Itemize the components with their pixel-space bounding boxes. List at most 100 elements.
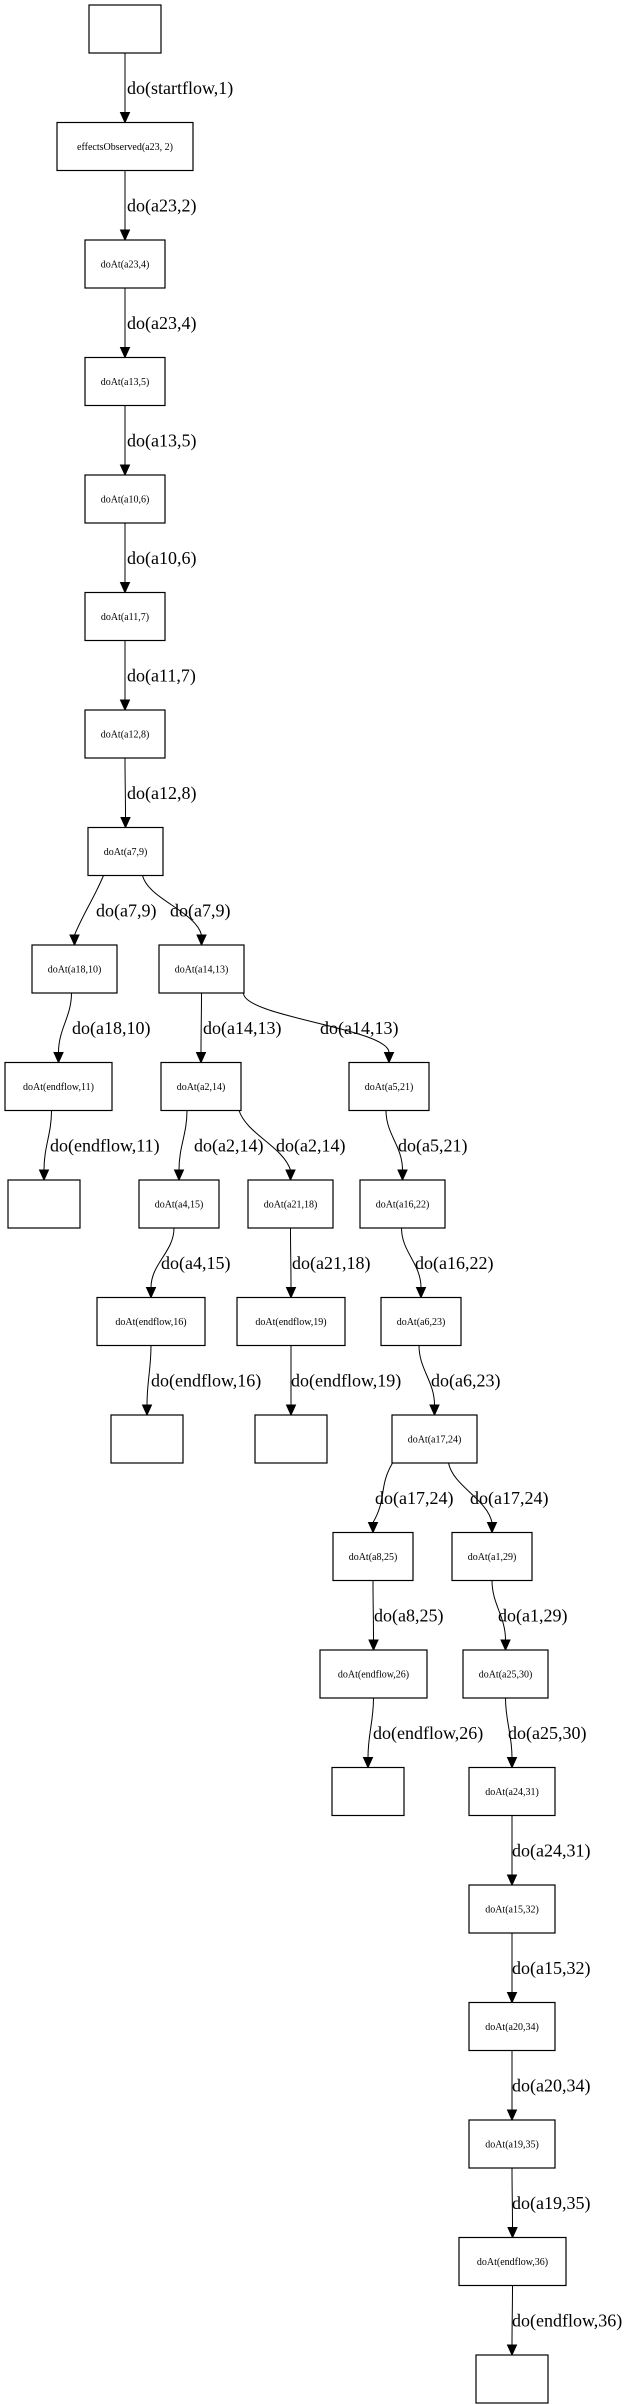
node-box (319, 1649, 428, 1699)
edge-label: do(a1,29) (498, 1605, 567, 1626)
edge-line (448, 1462, 493, 1523)
node-box (56, 121, 194, 172)
transition-edge: do(a6,23) (418, 1345, 500, 1417)
node-box (451, 1531, 533, 1582)
state-node: doAt(a11,7) (84, 591, 166, 642)
empty-state-node (331, 1766, 405, 1817)
node-label: effectsObserved(a23, 2) (77, 142, 173, 153)
edge-label: do(a6,23) (431, 1370, 500, 1391)
edge-line (43, 1110, 52, 1171)
edge-label: do(a15,32) (512, 1958, 590, 1979)
node-label: doAt(a12,8) (101, 730, 150, 741)
arrowhead-icon (119, 112, 131, 124)
node-box (110, 1414, 184, 1464)
node-box (87, 826, 164, 877)
arrowhead-icon (506, 2344, 518, 2357)
node-box (84, 356, 166, 407)
transition-edge: do(endflow,26) (362, 1697, 483, 1769)
edge-label: do(a5,21) (398, 1135, 467, 1156)
node-label: doAt(a14,13) (175, 965, 229, 976)
arrowhead-icon (506, 2109, 518, 2122)
node-label: doAt(a13,5) (101, 377, 150, 388)
arrowhead-icon (119, 699, 131, 712)
empty-state-node (110, 1414, 184, 1464)
state-node: doAt(endflow,19) (236, 1296, 346, 1347)
state-node: effectsObserved(a23, 2) (56, 121, 194, 172)
state-node: doAt(a21,18) (247, 1179, 334, 1229)
transition-edge: do(a21,18) (285, 1227, 370, 1299)
edge-line (372, 1580, 374, 1641)
node-label: doAt(a6,23) (397, 1317, 446, 1328)
edge-label: do(a8,25) (374, 1605, 443, 1626)
edge-label: do(a18,10) (72, 1018, 150, 1039)
transition-edge: do(a24,31) (506, 1815, 590, 1887)
transition-edge: do(a12,8) (120, 757, 196, 829)
node-label: doAt(endflow,16) (115, 1317, 186, 1328)
arrowhead-icon (195, 1052, 207, 1064)
edge-line (505, 1697, 513, 1758)
node-box (462, 1649, 549, 1699)
arrowhead-icon (119, 582, 131, 594)
state-node: doAt(endflow,11) (4, 1061, 113, 1112)
state-node: doAt(endflow,26) (319, 1649, 428, 1699)
arrowhead-icon (383, 1052, 395, 1064)
state-node: doAt(a19,35) (468, 2119, 556, 2169)
arrowhead-icon (367, 1522, 379, 1534)
node-label: doAt(a11,7) (101, 612, 149, 623)
node-label: doAt(a7,9) (104, 847, 148, 858)
node-box (468, 2001, 556, 2052)
arrowhead-icon (506, 1757, 518, 1769)
transition-edge: do(endflow,11) (38, 1110, 160, 1182)
edge-line (290, 1227, 292, 1288)
arrowhead-icon (285, 1287, 297, 1299)
arrowhead-icon (38, 1169, 50, 1182)
arrowhead-icon (119, 229, 131, 242)
node-label: doAt(a5,21) (365, 1082, 414, 1093)
transition-edge: do(endflow,16) (141, 1345, 261, 1417)
node-box (254, 1414, 328, 1464)
edge-line (150, 1227, 175, 1288)
node-label: doAt(a18,10) (48, 965, 102, 976)
nodes-layer: effectsObserved(a23, 2)doAt(a23,4)doAt(a… (4, 4, 567, 2404)
edge-label: do(a25,30) (508, 1723, 586, 1744)
transition-edge: do(endflow,36) (506, 2285, 622, 2357)
node-label: doAt(endflow,11) (23, 1082, 94, 1093)
edge-line (142, 875, 202, 936)
node-label: doAt(a16,22) (376, 1200, 430, 1211)
edge-line (238, 1110, 291, 1171)
node-box (391, 1414, 478, 1464)
edge-label: do(a20,34) (512, 2075, 590, 2096)
edge-line (178, 1110, 188, 1171)
edge-line (146, 1345, 152, 1406)
edge-line (511, 2167, 513, 2228)
arrowhead-icon (145, 1287, 157, 1299)
arrowhead-icon (500, 1639, 511, 1652)
transition-edge: do(a2,14) (173, 1110, 263, 1182)
edge-label: do(a23,2) (127, 195, 196, 216)
edge-label: do(a19,35) (512, 2193, 590, 2214)
transition-edge: do(a14,13) (195, 992, 281, 1064)
transition-edge: do(a8,25) (368, 1580, 443, 1652)
empty-state-node (7, 1179, 81, 1229)
state-node: doAt(a15,32) (468, 1884, 556, 1934)
edge-label: do(a7,9) (170, 900, 230, 921)
state-node: doAt(a14,13) (158, 944, 245, 994)
arrowhead-icon (429, 1404, 440, 1417)
node-box (84, 239, 166, 289)
transition-edge: do(a20,34) (506, 2050, 590, 2122)
transition-edge: do(a11,7) (119, 640, 196, 712)
node-box (7, 1179, 81, 1229)
node-label: doAt(a1,29) (468, 1552, 517, 1563)
node-box (158, 944, 245, 994)
arrowhead-icon (368, 1639, 379, 1652)
edge-line (385, 1110, 403, 1171)
arrowhead-icon (285, 1404, 297, 1417)
node-box (88, 4, 162, 54)
state-node: doAt(endflow,36) (458, 2236, 567, 2287)
transition-edge: do(a13,5) (119, 405, 196, 477)
state-node: doAt(a13,5) (84, 356, 166, 407)
edge-line (124, 757, 126, 818)
transition-edge: do(a23,4) (119, 287, 196, 359)
transition-edge: do(a15,32) (506, 1932, 590, 2004)
